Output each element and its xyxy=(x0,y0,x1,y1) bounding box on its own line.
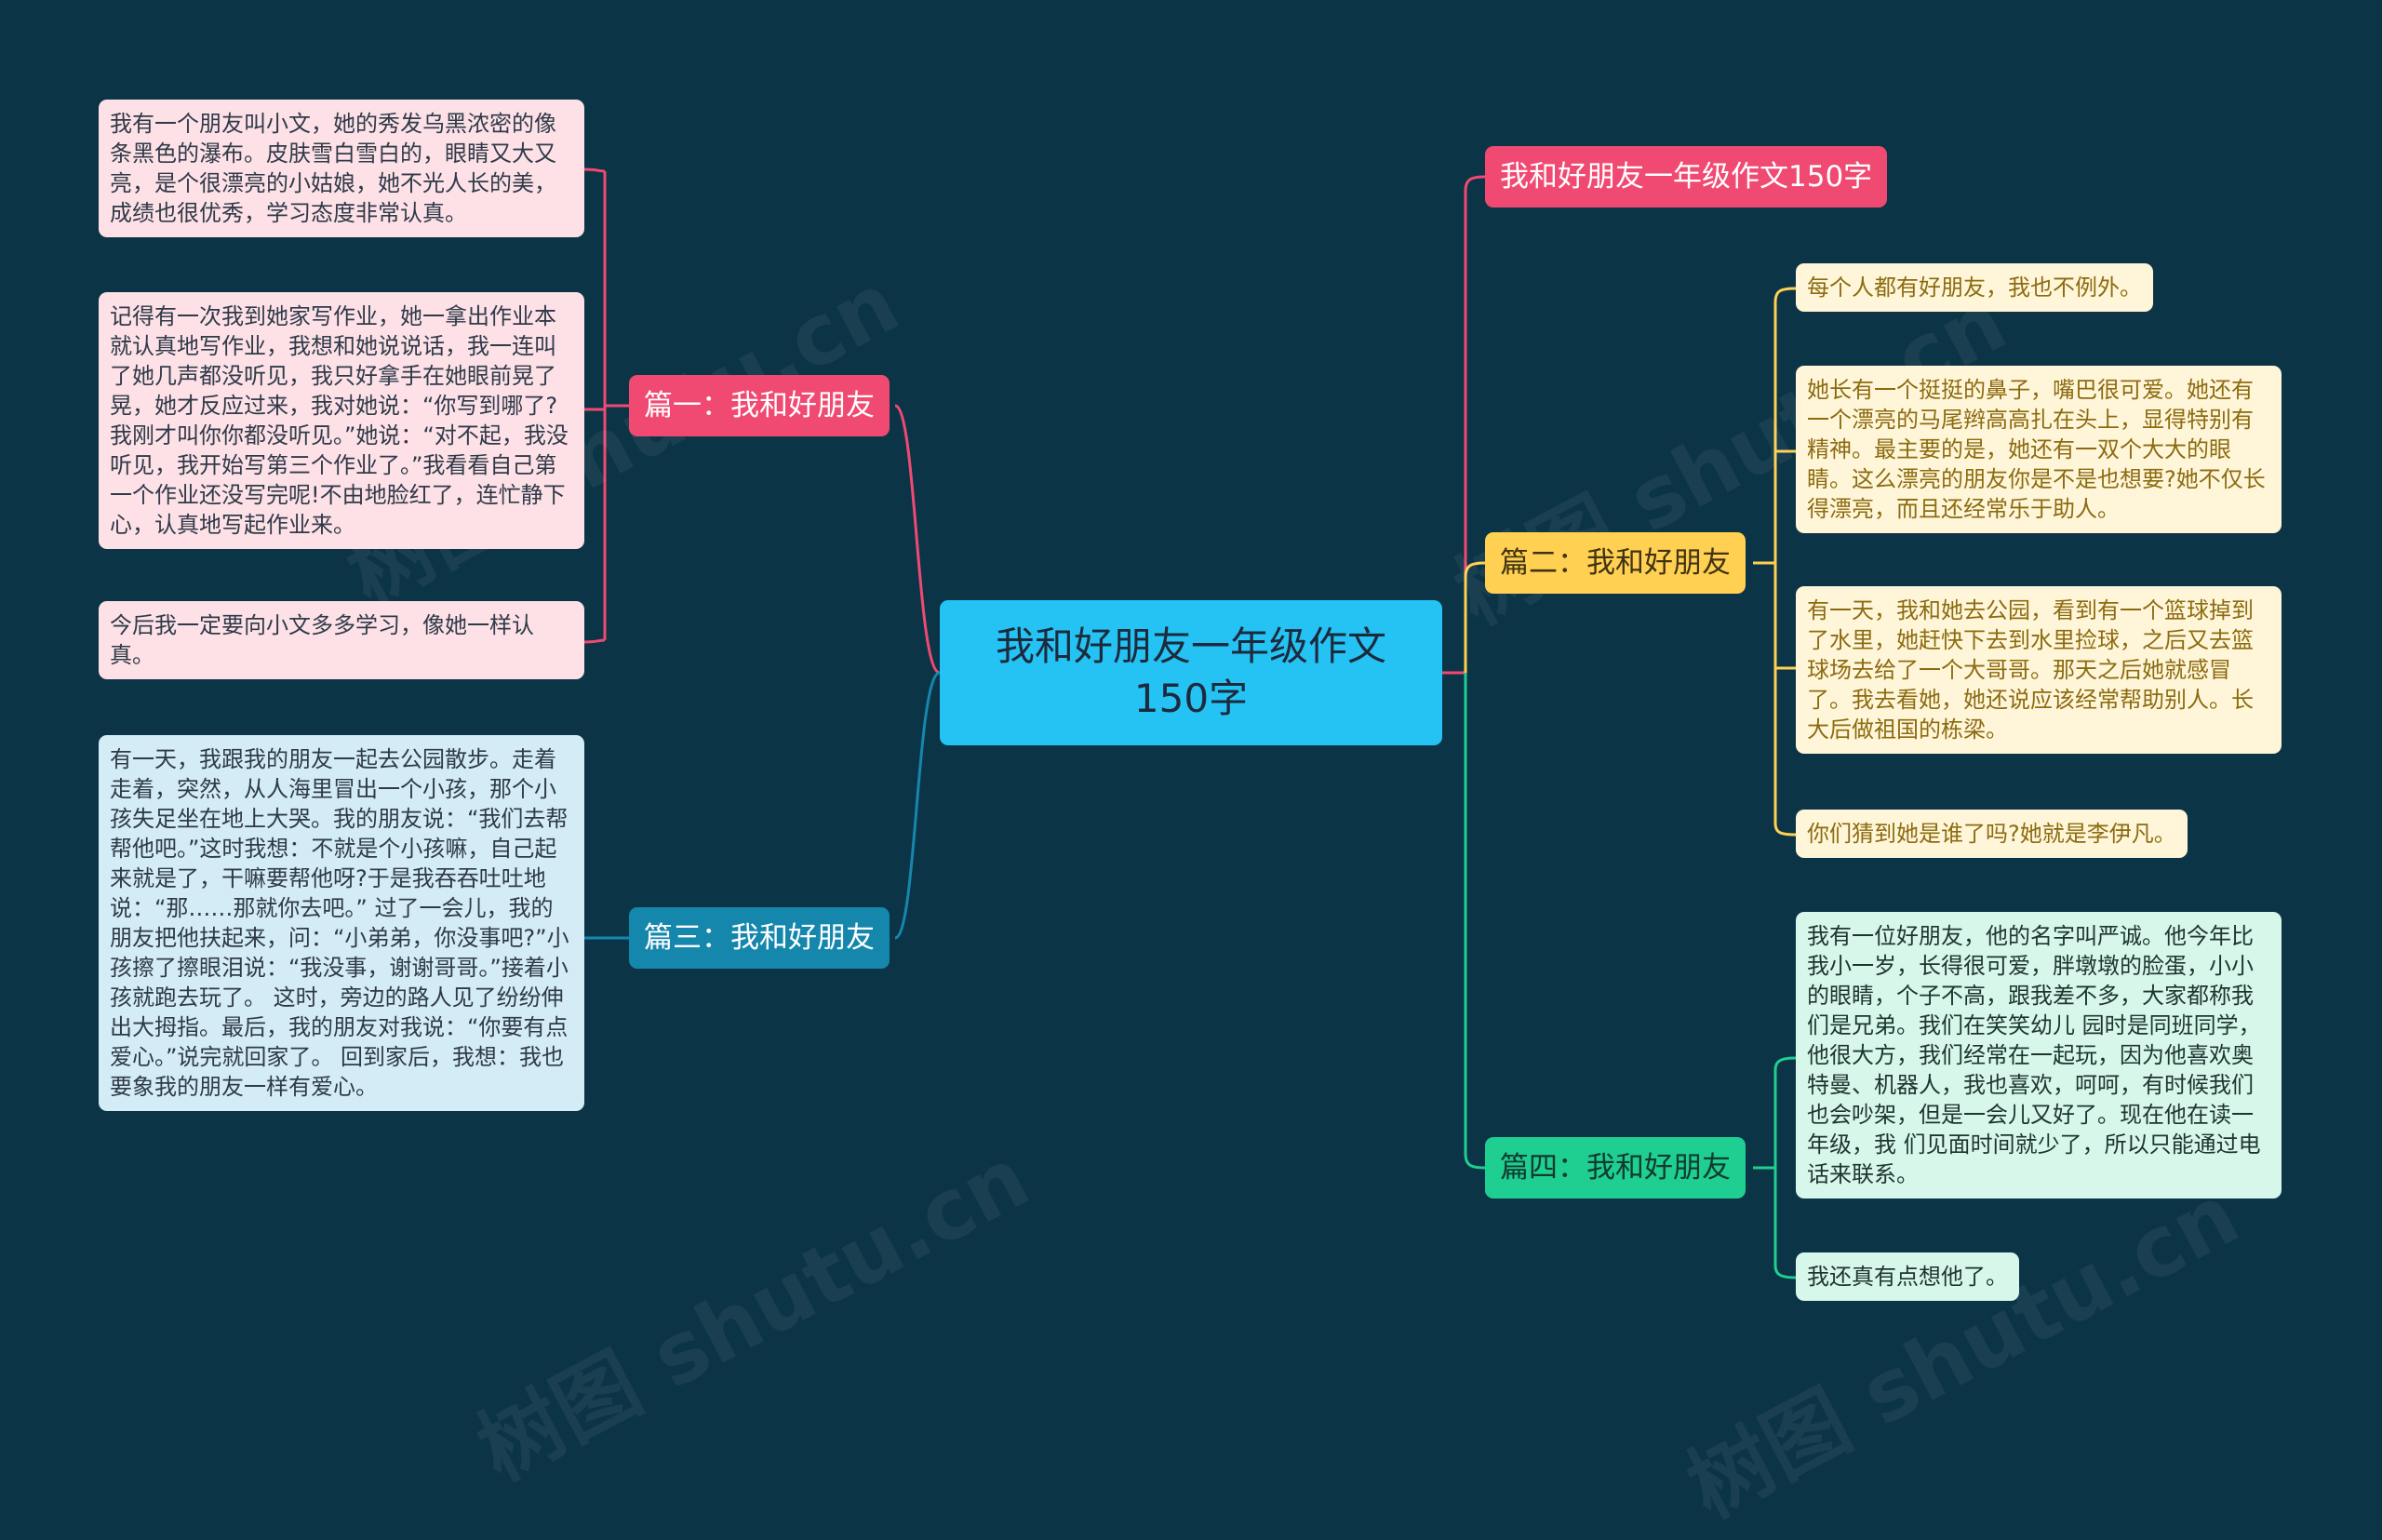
pian1-leaf-2[interactable]: 记得有一次我到她家写作业，她一拿出作业本就认真地写作业，我想和她说说话，我一连叫… xyxy=(99,292,584,549)
pian2-leaf-2[interactable]: 她长有一个挺挺的鼻子，嘴巴很可爱。她还有一个漂亮的马尾辫高高扎在头上，显得特别有… xyxy=(1796,366,2282,533)
pian3-leaf-1[interactable]: 有一天，我跟我的朋友一起去公园散步。走着走着，突然，从人海里冒出一个小孩，那个小… xyxy=(99,735,584,1111)
link-center-pian4 xyxy=(1464,673,1486,1170)
link-center-pian1 xyxy=(894,404,941,675)
connector-lines xyxy=(583,167,1797,1279)
center-topic[interactable]: 我和好朋友一年级作文150字 xyxy=(940,600,1442,745)
branch-pian2[interactable]: 篇二：我和好朋友 xyxy=(1485,532,1746,594)
branch-pian3[interactable]: 篇三：我和好朋友 xyxy=(629,907,890,969)
pian4-leaf-2[interactable]: 我还真有点想他了。 xyxy=(1796,1252,2019,1301)
branch-pian1[interactable]: 篇一：我和好朋友 xyxy=(629,375,890,436)
pian2-leaf-1[interactable]: 每个人都有好朋友，我也不例外。 xyxy=(1796,263,2153,312)
pian2-leaf-3[interactable]: 有一天，我和她去公园，看到有一个篮球掉到了水里，她赶快下去到水里捡球，之后又去篮… xyxy=(1796,586,2282,754)
branch-pian4[interactable]: 篇四：我和好朋友 xyxy=(1485,1137,1746,1199)
link-pian2-leaves xyxy=(1753,287,1797,837)
pian1-leaf-1[interactable]: 我有一个朋友叫小文，她的秀发乌黑浓密的像条黑色的瀑布。皮肤雪白雪白的，眼睛又大又… xyxy=(99,100,584,237)
link-pian1-leaves xyxy=(583,167,629,644)
pian2-leaf-4[interactable]: 你们猜到她是谁了吗?她就是李伊凡。 xyxy=(1796,810,2188,858)
link-center-pian2 xyxy=(1464,561,1486,673)
pian4-leaf-1[interactable]: 我有一位好朋友，他的名字叫严诚。他今年比我小一岁，长得很可爱，胖墩墩的脸蛋，小小… xyxy=(1796,912,2282,1199)
link-center-pian3 xyxy=(894,671,941,940)
branch-title-node[interactable]: 我和好朋友一年级作文150字 xyxy=(1485,146,1888,208)
link-pian4-leaves xyxy=(1753,1056,1797,1279)
pian1-leaf-3[interactable]: 今后我一定要向小文多多学习，像她一样认真。 xyxy=(99,601,584,679)
link-center-title xyxy=(1442,175,1486,675)
